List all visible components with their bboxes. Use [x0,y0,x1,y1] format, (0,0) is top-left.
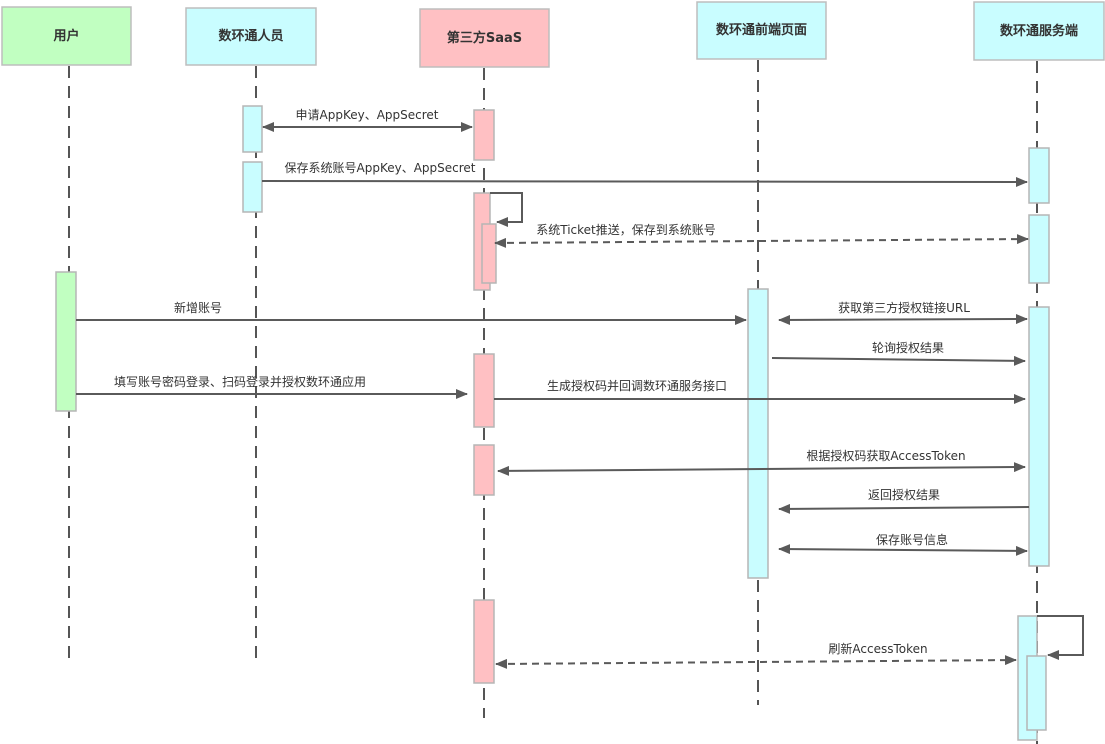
activation-bar [473,353,495,428]
message-label: 保存系统账号AppKey、AppSecret [285,161,476,175]
message-label: 根据授权码获取AccessToken [806,448,965,463]
activation-bar [1028,306,1050,567]
message-label: 新增账号 [174,300,222,315]
activation-bar [473,599,495,684]
activation-bar [242,161,263,213]
message-label: 保存账号信息 [876,532,948,547]
message-label: 轮询授权结果 [872,340,944,355]
message-arrow [778,503,1030,514]
activation-bar [1026,655,1047,731]
message-arrow [495,655,1017,669]
message-label: 填写账号密码登录、扫码登录并授权数环通应用 [114,374,366,389]
activation-bar [747,288,769,579]
actor-saas: 第三方SaaS [419,8,550,68]
actor-user: 用户 [1,6,132,66]
message-arrow [778,544,1028,556]
self-message-arrow [490,192,523,227]
activation-bar [242,105,263,153]
message-arrow [261,176,1028,187]
activation-bar [1028,147,1050,204]
message-arrow [497,462,1026,476]
svg-text:数环通人员: 数环通人员 [218,28,283,44]
svg-text:数环通前端页面: 数环通前端页面 [716,22,807,38]
message-label: 返回授权结果 [868,487,940,502]
message-label: 生成授权码并回调数环通服务接口 [547,378,727,393]
message-arrow [771,355,1026,366]
actor-staff: 数环通人员 [185,7,317,66]
activation-bar [473,444,495,496]
activation-bar [481,223,497,284]
activation-bar [473,109,495,161]
message-arrow [494,234,1029,248]
svg-text:数环通服务端: 数环通服务端 [1000,23,1078,39]
activation-bar [55,271,77,412]
message-label: 刷新AccessToken [828,641,927,656]
svg-text:第三方SaaS: 第三方SaaS [447,30,522,46]
message-label: 获取第三方授权链接URL [838,300,970,315]
activation-bar [1028,214,1050,284]
actor-server: 数环通服务端 [973,1,1105,61]
message-label: 申请AppKey、AppSecret [296,108,439,122]
message-arrow [778,314,1028,325]
message-label: 系统Ticket推送，保存到系统账号 [536,222,716,237]
self-message-arrow [1037,615,1084,660]
actor-frontend: 数环通前端页面 [696,1,827,60]
svg-text:用户: 用户 [52,28,79,44]
